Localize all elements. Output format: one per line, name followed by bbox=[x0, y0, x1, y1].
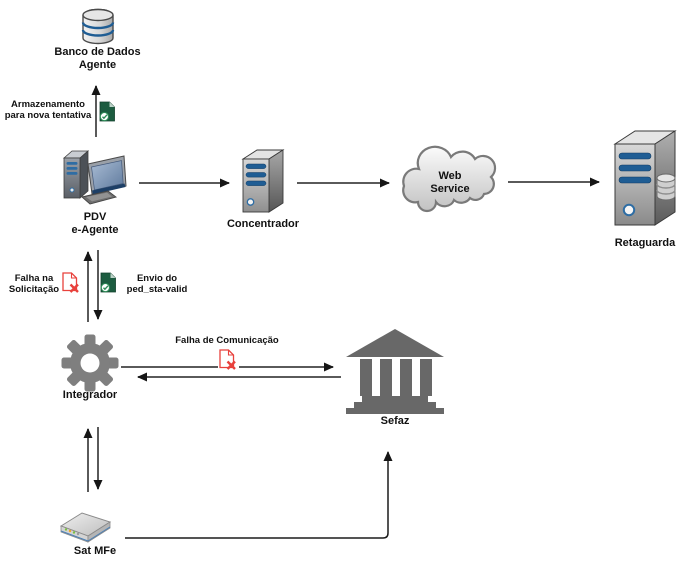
arrow-satmfe-to-sefaz bbox=[125, 451, 393, 539]
server-database-icon bbox=[613, 130, 677, 226]
banco-label: Banco de Dados Agente bbox=[54, 46, 141, 71]
concentrador-label: Concentrador bbox=[226, 218, 300, 230]
falha-comunicacao-label: Falha de Comunicação bbox=[175, 335, 279, 346]
document-x-icon bbox=[219, 349, 236, 370]
envio-ped-label: Envio do ped_sta-valid bbox=[126, 273, 188, 295]
retaguarda-label: Retaguarda bbox=[614, 237, 676, 249]
falha-solicitacao-label: Falha na Solicitação bbox=[8, 273, 60, 295]
database-icon bbox=[81, 8, 115, 45]
bank-building-icon bbox=[346, 329, 444, 414]
gear-icon bbox=[61, 334, 119, 392]
document-x-icon bbox=[62, 272, 79, 293]
desktop-computer-icon bbox=[62, 150, 127, 205]
sefaz-label: Sefaz bbox=[380, 415, 410, 427]
webservice-label: Web Service bbox=[430, 170, 470, 195]
document-check-icon bbox=[100, 272, 116, 293]
integrador-label: Integrador bbox=[62, 389, 118, 401]
document-x-badge bbox=[218, 348, 239, 372]
cloud-icon bbox=[402, 145, 497, 213]
server-icon bbox=[241, 149, 285, 213]
sat-device-icon bbox=[59, 512, 112, 543]
satmfe-label: Sat MFe bbox=[73, 545, 117, 557]
document-check-icon bbox=[99, 101, 115, 122]
armazenamento-label: Armazenamento para nova tentativa bbox=[4, 99, 92, 121]
pdv-label: PDV e-Agente bbox=[71, 211, 119, 236]
